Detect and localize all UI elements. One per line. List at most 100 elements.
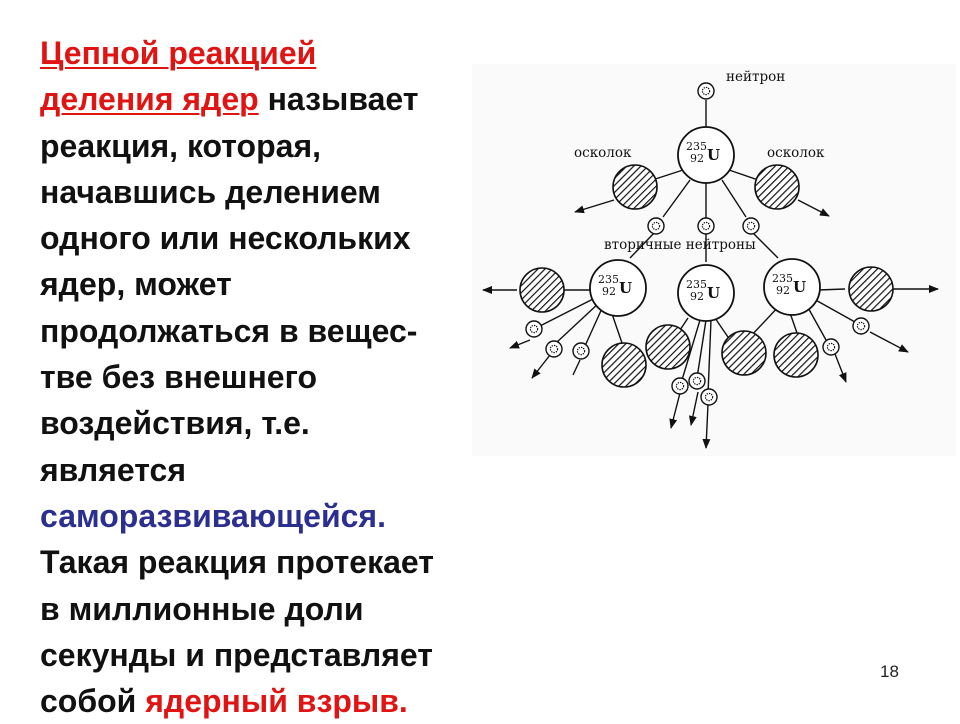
arrow-line — [702, 403, 711, 449]
connector-line — [555, 301, 601, 344]
text-segment: саморазвивающейся. — [40, 497, 386, 534]
page-number: 18 — [880, 662, 899, 681]
label-fragment-right: осколок — [767, 145, 825, 161]
text-segment: называет — [258, 81, 419, 118]
arrow-line — [834, 353, 847, 383]
neutron-core — [826, 342, 836, 352]
connector-line — [817, 288, 846, 291]
nucleus-charge-number: 92 — [690, 290, 704, 303]
text-line: продолжаться в вещес- — [40, 308, 510, 354]
nucleus-mass-number: 235 — [686, 278, 707, 291]
arrow-line — [531, 354, 551, 379]
text-segment: в миллионные доли — [40, 590, 364, 627]
text-line: тве без внешнего — [40, 354, 510, 400]
text-line: собой ядерный взрыв. — [40, 678, 510, 724]
neutron-particle — [647, 217, 665, 235]
connector-line — [721, 179, 747, 218]
text-line: одного или нескольких — [40, 215, 510, 261]
arrow-line — [574, 199, 615, 214]
diagram-lines — [482, 100, 939, 449]
neutron-core — [576, 346, 586, 356]
neutron-core — [701, 221, 711, 231]
text-line: деления ядер называет — [40, 76, 510, 122]
nucleus-circle — [677, 126, 735, 184]
neutron-particle — [822, 338, 840, 356]
label-secondary-neutrons: вторичные нейтроны — [604, 237, 756, 253]
diagram-neutrons — [525, 82, 870, 406]
neutron-core — [856, 321, 866, 331]
text-segment: одного или нескольких — [40, 220, 411, 257]
nucleus-circle — [763, 258, 821, 316]
fission-fragment — [773, 332, 819, 378]
fission-fragment — [721, 330, 767, 376]
neutron-core — [704, 392, 714, 402]
connector-line — [535, 297, 596, 329]
fission-fragment — [848, 266, 894, 312]
nucleus-charge-number: 92 — [776, 284, 790, 297]
fission-fragment — [645, 324, 691, 370]
text-segment: ядер, может — [40, 266, 232, 303]
fission-fragment — [601, 342, 647, 388]
text-segment: воздействия, т.е. — [40, 405, 310, 442]
text-line: Цепной реакцией — [40, 30, 510, 76]
arrow-line — [797, 199, 830, 217]
nucleus-mass-number: 235 — [772, 272, 793, 285]
text-segment: продолжаться в вещес- — [40, 312, 418, 349]
text-line: воздействия, т.е. — [40, 400, 510, 446]
label-fragment-left: осколок — [574, 145, 632, 161]
diagram-fragments — [519, 164, 894, 388]
text-line: ядер, может — [40, 261, 510, 307]
text-line: начавшись делением — [40, 169, 510, 215]
arrow-line — [669, 392, 681, 429]
nucleus-mass-number: 235 — [686, 140, 707, 153]
text-line: является — [40, 447, 510, 493]
text-segment: секунды и представляет — [40, 636, 433, 673]
connector-line — [811, 297, 856, 323]
text-line: реакция, которая, — [40, 123, 510, 169]
neutron-core — [692, 376, 702, 386]
definition-text: Цепной реакцией деления ядер называет реак… — [40, 30, 510, 724]
arrow-line — [688, 391, 699, 426]
neutron-core — [549, 344, 559, 354]
neutron-core — [651, 221, 661, 231]
nucleus-circle — [677, 264, 735, 322]
text-segment: тве без внешнего — [40, 359, 318, 396]
text-segment: Цепной реакцией — [40, 35, 317, 71]
neutron-core — [746, 221, 756, 231]
neutron-particle — [700, 388, 718, 406]
neutron-particle — [852, 317, 870, 335]
neutron-particle — [545, 340, 563, 358]
text-segment: Такая реакция протекает — [40, 544, 434, 581]
nucleus-charge-number: 92 — [690, 152, 704, 165]
text-segment: собой — [40, 683, 146, 720]
connector-line — [662, 179, 691, 218]
neutron-particle — [688, 372, 706, 390]
label-neutron: нейтрон — [726, 69, 785, 85]
text-line: саморазвивающейся. — [40, 493, 510, 539]
fission-fragment — [519, 267, 565, 313]
text-segment: ядерный взрыв. — [145, 683, 408, 720]
nucleus-symbol: U — [619, 279, 632, 297]
arrow-line — [509, 339, 531, 349]
text-segment: деления ядер — [40, 81, 259, 118]
connector-line — [629, 230, 657, 259]
neutron-core — [701, 86, 711, 96]
neutron-particle — [742, 217, 760, 235]
text-segment: является — [40, 451, 187, 488]
connector-line — [572, 359, 581, 376]
connector-line — [750, 230, 779, 259]
connector-line — [714, 317, 731, 341]
neutron-core — [529, 324, 539, 334]
text-line: в миллионные доли — [40, 586, 510, 632]
nucleus-symbol: U — [707, 146, 720, 164]
text-line: секунды и представляет — [40, 632, 510, 678]
fission-fragment — [612, 164, 658, 210]
text-segment: реакция, которая, — [40, 127, 321, 164]
